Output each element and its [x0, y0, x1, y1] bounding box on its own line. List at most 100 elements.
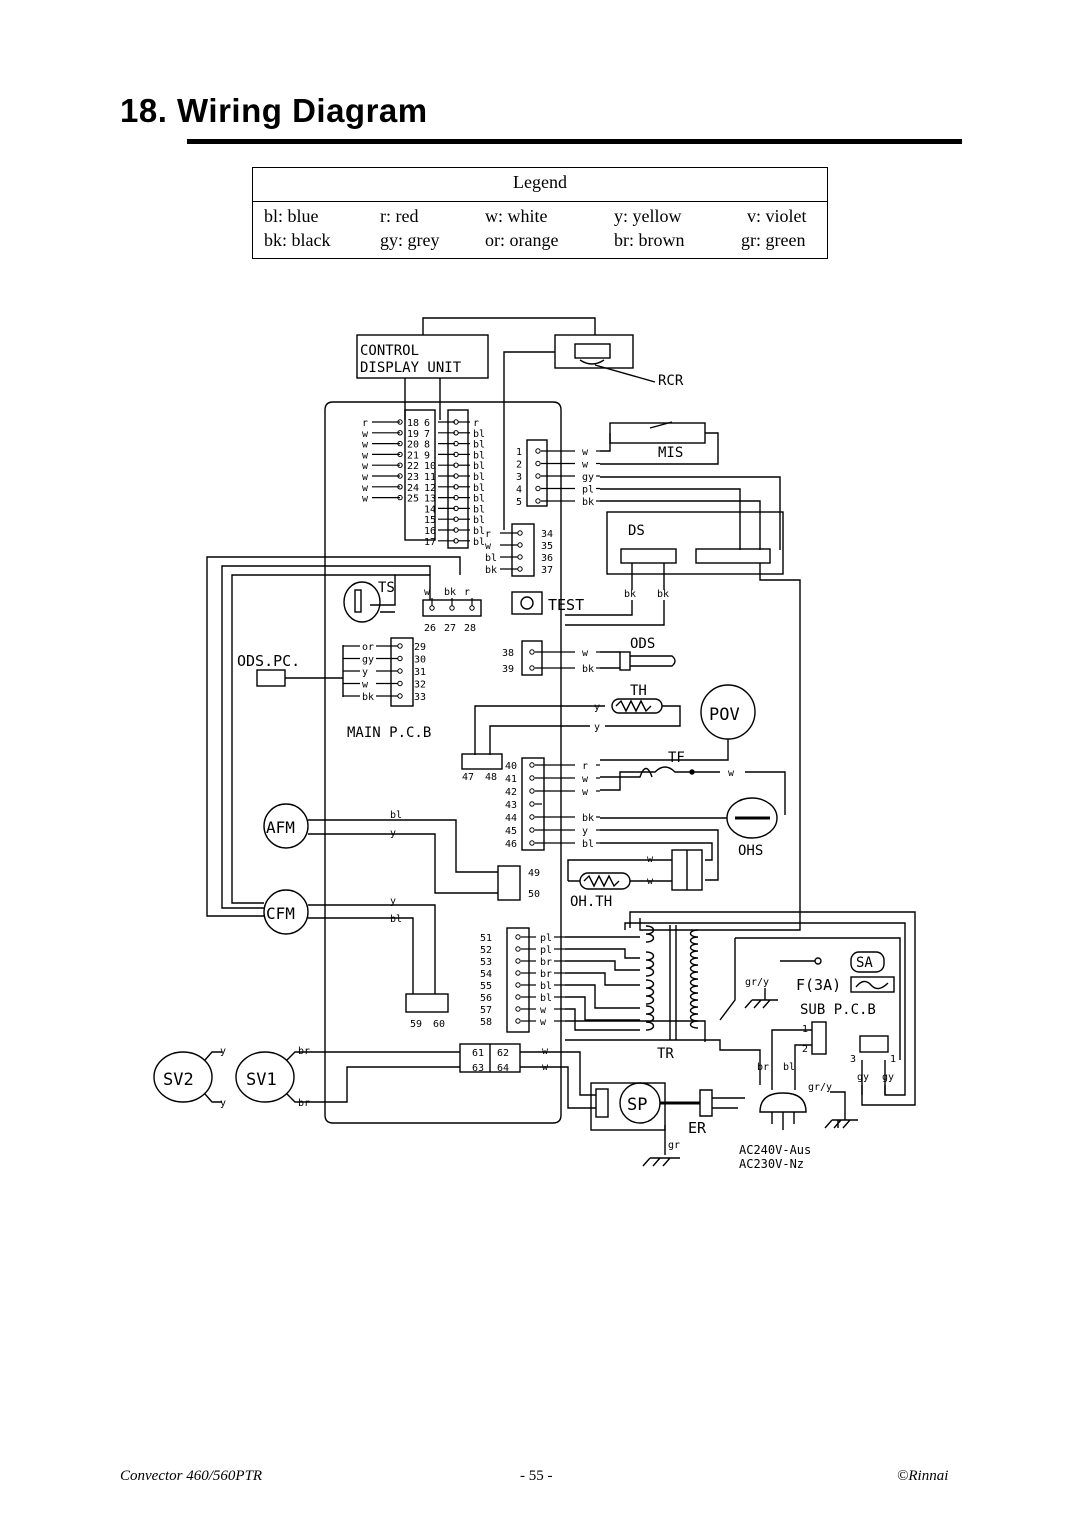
pin-terminal — [529, 775, 535, 781]
pin-label: 33 — [414, 692, 426, 703]
wire-label: r — [485, 529, 491, 540]
wire — [565, 1039, 761, 1085]
wire-label: w — [582, 447, 589, 458]
wire — [308, 819, 498, 894]
pin-terminal — [535, 460, 541, 467]
wire-label: bl — [540, 993, 552, 1004]
tf-label: TF — [668, 750, 685, 766]
pin-label: 51 — [480, 933, 492, 944]
pin-terminal — [397, 430, 403, 436]
er-wire: gr — [668, 1140, 680, 1151]
wire — [694, 771, 786, 815]
sub-wire: bl — [783, 1062, 795, 1073]
connector-38-39 — [521, 640, 543, 676]
tf-node — [689, 769, 695, 775]
pin-terminal — [517, 566, 523, 572]
pin-label: 48 — [485, 772, 497, 783]
legend-title: Legend — [513, 172, 567, 192]
pin-label: 50 — [528, 889, 540, 900]
connector-block-left — [404, 409, 436, 541]
pin-label: 20 — [407, 440, 419, 451]
wire — [474, 705, 681, 755]
ts-label: TS — [378, 580, 395, 596]
afm-wire: bl — [390, 810, 402, 821]
wire-label: bk — [444, 587, 456, 598]
pin-label: 30 — [414, 655, 426, 666]
wire-label: bl — [582, 839, 594, 850]
ds-label: DS — [628, 523, 645, 539]
connector-40-46 — [521, 757, 545, 851]
pin-terminal — [529, 649, 535, 655]
pin-label: 59 — [410, 1019, 422, 1030]
wire-label: br — [540, 969, 552, 980]
ods-pc-label: ODS.PC. — [237, 652, 300, 670]
legend-entry: r: red — [380, 206, 419, 226]
ac-label-2: AC230V-Nz — [739, 1157, 804, 1171]
sa-terminal — [814, 957, 822, 965]
pin-terminal — [535, 448, 541, 454]
er-electrode — [699, 1089, 745, 1117]
pin-label: 54 — [480, 969, 492, 980]
connector-59-60 — [405, 993, 449, 1013]
pin-label: 21 — [407, 450, 419, 461]
pin-label: 38 — [502, 648, 514, 659]
pin-label: 57 — [480, 1005, 492, 1016]
wire — [600, 767, 653, 778]
test-button[interactable] — [511, 591, 543, 615]
wire-label: bl — [485, 553, 497, 564]
pin-terminal — [397, 693, 403, 699]
pin-label: 53 — [480, 957, 492, 968]
pin-label: 35 — [541, 541, 553, 552]
ohs-label: OHS — [738, 843, 763, 859]
sa-label: SA — [856, 955, 873, 971]
wire — [771, 1029, 812, 1090]
ds-connector-b — [695, 548, 771, 564]
wire-label: bl — [540, 981, 552, 992]
ohth-label: OH.TH — [570, 894, 612, 910]
rcr-dome — [579, 359, 605, 365]
legend-entry: br: brown — [614, 230, 685, 250]
legend-entry: gr: green — [741, 230, 806, 250]
control-label-1: CONTROL — [360, 343, 419, 359]
legend-entry: bk: black — [264, 230, 331, 250]
control-label-2: DISPLAY UNIT — [360, 360, 462, 376]
ods-body — [619, 651, 631, 671]
pin-label: 64 — [497, 1063, 509, 1074]
pin-label: 8 — [424, 440, 430, 451]
ds-connector-a — [620, 548, 677, 564]
pin-terminal — [517, 530, 523, 536]
tr-coil-secondary — [689, 929, 699, 1029]
wire — [565, 600, 665, 626]
pin-label: 12 — [424, 483, 436, 494]
cfm-wire: y — [390, 896, 396, 907]
title-underline — [187, 139, 962, 144]
sub-wire: gy — [882, 1072, 894, 1083]
pin-label: 62 — [497, 1048, 509, 1059]
pin-label: 10 — [424, 461, 436, 472]
wire — [565, 1020, 706, 1042]
wire-label: r — [464, 587, 470, 598]
wire-label: w — [362, 680, 369, 691]
th-resistor — [615, 699, 652, 713]
afm-motor — [263, 803, 309, 849]
wire — [631, 563, 665, 590]
pin-label: 16 — [424, 526, 436, 537]
wire — [600, 739, 729, 761]
power-plug — [759, 1092, 807, 1113]
fuse-wave — [855, 980, 889, 990]
pin-label: 40 — [505, 761, 517, 772]
wire — [565, 936, 640, 1031]
legend-entry: or: orange — [485, 230, 559, 250]
pin-terminal — [449, 605, 455, 611]
pin-label: 34 — [541, 529, 553, 540]
th-sensor — [611, 698, 663, 714]
pin-label: 17 — [424, 537, 436, 548]
pin-label: 13 — [424, 494, 436, 505]
pin-label: 46 — [505, 839, 517, 850]
tr-core — [669, 925, 677, 1040]
sub-pin: 1 — [890, 1054, 896, 1065]
tr-transformer — [645, 925, 699, 1040]
